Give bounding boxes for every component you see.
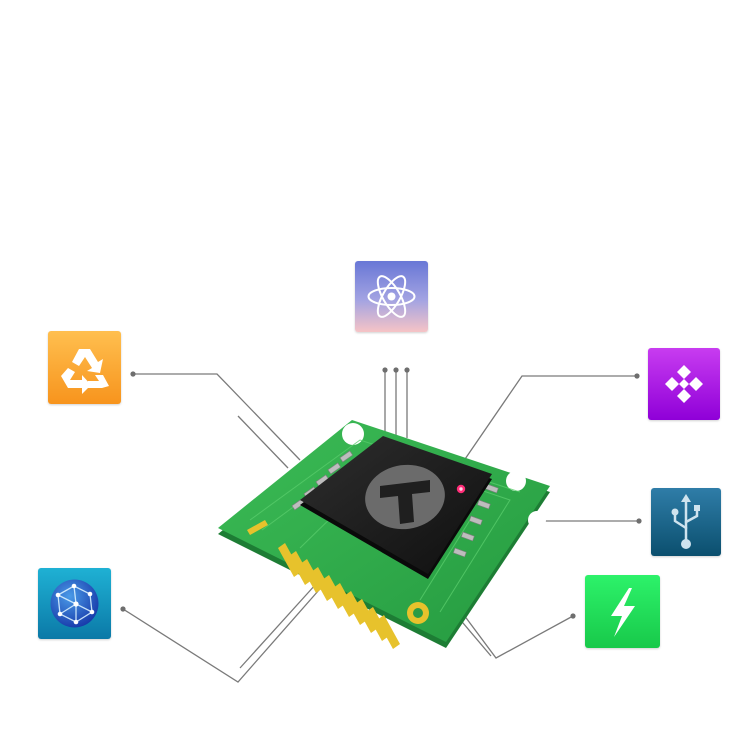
diamond-grid-icon (665, 365, 703, 403)
bolt-tile (585, 575, 660, 648)
connector-recycle (133, 373, 301, 461)
recycle-tile (48, 331, 121, 404)
atom-icon (367, 275, 416, 318)
connector-recycle-2 (237, 415, 289, 469)
globe-network-icon (50, 579, 99, 628)
usb-icon (671, 494, 700, 549)
connector-bolt (454, 602, 574, 659)
connector-dots (120, 367, 642, 619)
connector-diamond (462, 375, 637, 463)
connector-globe (122, 581, 327, 683)
gold-contacts (278, 543, 400, 649)
diamond-tile (648, 348, 720, 420)
recycle-icon (61, 349, 109, 394)
connector-globe-2 (239, 583, 317, 669)
usb-tile (651, 488, 721, 556)
connector-lines (122, 370, 639, 683)
processor-chip (300, 436, 492, 579)
atom-tile (355, 261, 428, 332)
globe-tile (38, 568, 111, 639)
lightning-bolt-icon (611, 588, 635, 637)
